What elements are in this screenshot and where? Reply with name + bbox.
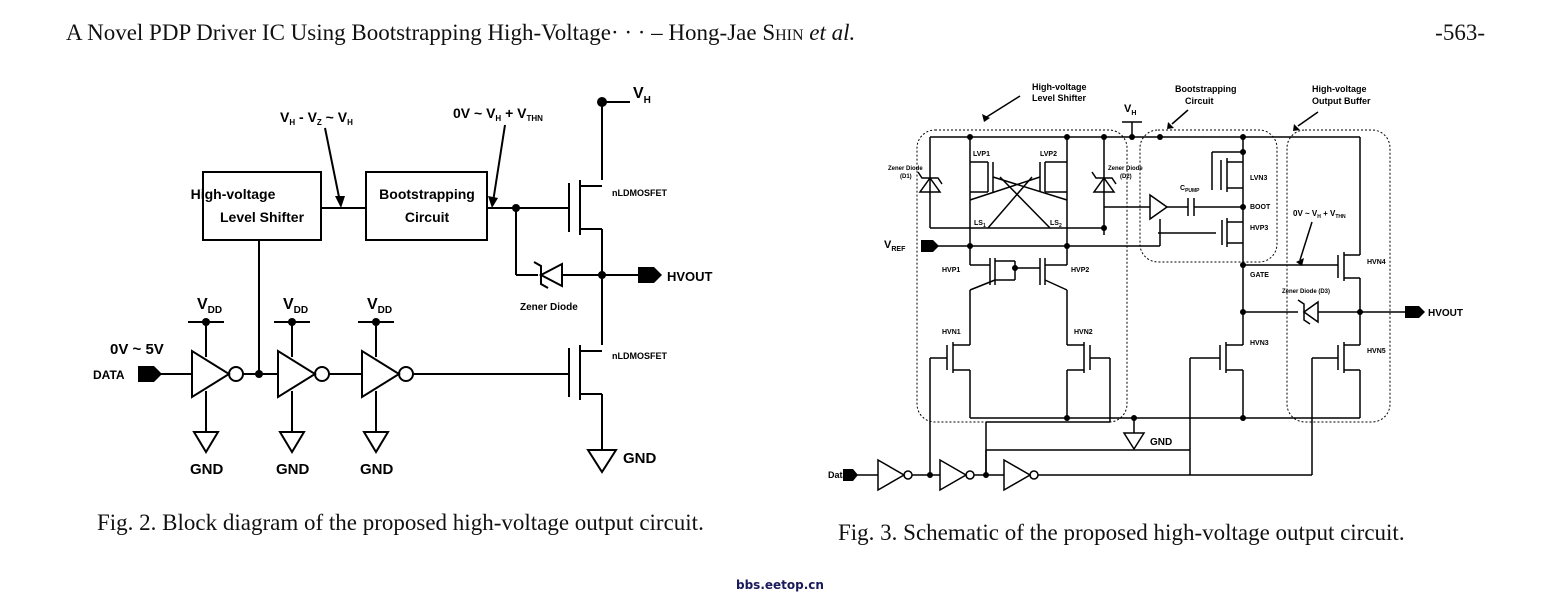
hvn5-label: HVN5 — [1367, 348, 1386, 355]
level-shifter-label-1: High-voltage — [191, 186, 276, 202]
lvp1-label: LVP1 — [973, 151, 990, 158]
lvn3-label: LVN3 — [1250, 175, 1267, 182]
bootstrapping-label-1: Bootstrapping — [379, 186, 475, 202]
ls2-label: LS2 — [1050, 220, 1062, 229]
watermark: bbs.eetop.cn — [736, 578, 824, 592]
data-input-label: DATA — [93, 368, 125, 382]
bootstrapping-label-2: Circuit — [405, 209, 450, 225]
fig3-block-boot-2: Circuit — [1185, 96, 1214, 106]
vh-label: VH — [633, 85, 651, 106]
hvp1-label: HVP1 — [942, 267, 960, 274]
fig3-block-buf-1: High-voltage — [1312, 84, 1367, 94]
fig3-block-ls-1: High-voltage — [1032, 82, 1087, 92]
page-number: -563- — [1435, 20, 1485, 45]
figure-2-caption: Fig. 2. Block diagram of the proposed hi… — [97, 510, 704, 535]
fig3-hvout-label: HVOUT — [1428, 308, 1463, 319]
gate-label: GATE — [1250, 272, 1269, 279]
zd1-label-1: Zener Diode — [888, 166, 923, 172]
fig3-range-label: 0V ~ VH + VTHN — [1293, 209, 1346, 220]
zd2-label-2: (D2) — [1120, 174, 1132, 180]
vz-range-label: VH - VZ ~ VH — [280, 109, 353, 127]
ls1-label: LS1 — [974, 220, 986, 229]
vdd-label-3: VDD — [367, 296, 392, 316]
level-shifter-label-2: Level Shifter — [220, 209, 305, 225]
gnd-label-2: GND — [276, 461, 310, 478]
fig3-block-boot-1: Bootstrapping — [1175, 84, 1237, 94]
running-header: A Novel PDP Driver IC Using Bootstrappin… — [66, 20, 1485, 50]
cpump-label: CPUMP — [1180, 185, 1200, 194]
hvp3-label: HVP3 — [1250, 225, 1268, 232]
fig3-block-ls-2: Level Shifter — [1032, 93, 1087, 103]
gnd-label-output: GND — [623, 450, 657, 467]
hvn2-label: HVN2 — [1074, 329, 1093, 336]
zd3-label: Zener Diode (D3) — [1282, 289, 1330, 295]
vdd-label-1: VDD — [197, 296, 222, 316]
fig3-vref-label: VREF — [884, 239, 906, 253]
hvn3-label: HVN3 — [1250, 340, 1269, 347]
zd2-label-1: Zener Diode — [1108, 166, 1143, 172]
vdd-label-2: VDD — [283, 296, 308, 316]
gnd-label-1: GND — [190, 461, 224, 478]
hvout-label: HVOUT — [667, 269, 713, 284]
lvp2-label: LVP2 — [1040, 151, 1057, 158]
running-title: A Novel PDP Driver IC Using Bootstrappin… — [66, 20, 856, 45]
figure-3-schematic: High-voltage Level Shifter Bootstrapping… — [828, 82, 1463, 492]
fig3-vh-label: VH — [1124, 103, 1136, 117]
fig3-gnd-label: GND — [1150, 437, 1172, 448]
hvp2-label: HVP2 — [1071, 267, 1089, 274]
gnd-label-3: GND — [360, 461, 394, 478]
fig3-block-buf-2: Output Buffer — [1312, 96, 1371, 106]
zener-label: Zener Diode — [520, 302, 578, 313]
figure-2-block-diagram: High-voltage Level Shifter Bootstrapping… — [93, 85, 713, 478]
hvn4-label: HVN4 — [1367, 259, 1386, 266]
boot-label: BOOT — [1250, 204, 1271, 211]
input-range-label: 0V ~ 5V — [110, 341, 164, 358]
thn-range-label: 0V ~ VH + VTHN — [453, 105, 543, 123]
hvn1-label: HVN1 — [942, 329, 961, 336]
nldmos-top-label: nLDMOSFET — [612, 188, 667, 198]
nldmos-bottom-label: nLDMOSFET — [612, 351, 667, 361]
figure-3-caption: Fig. 3. Schematic of the proposed high-v… — [838, 520, 1405, 545]
zd1-label-2: (D1) — [900, 174, 912, 180]
fig3-data-label: Data — [828, 470, 849, 480]
